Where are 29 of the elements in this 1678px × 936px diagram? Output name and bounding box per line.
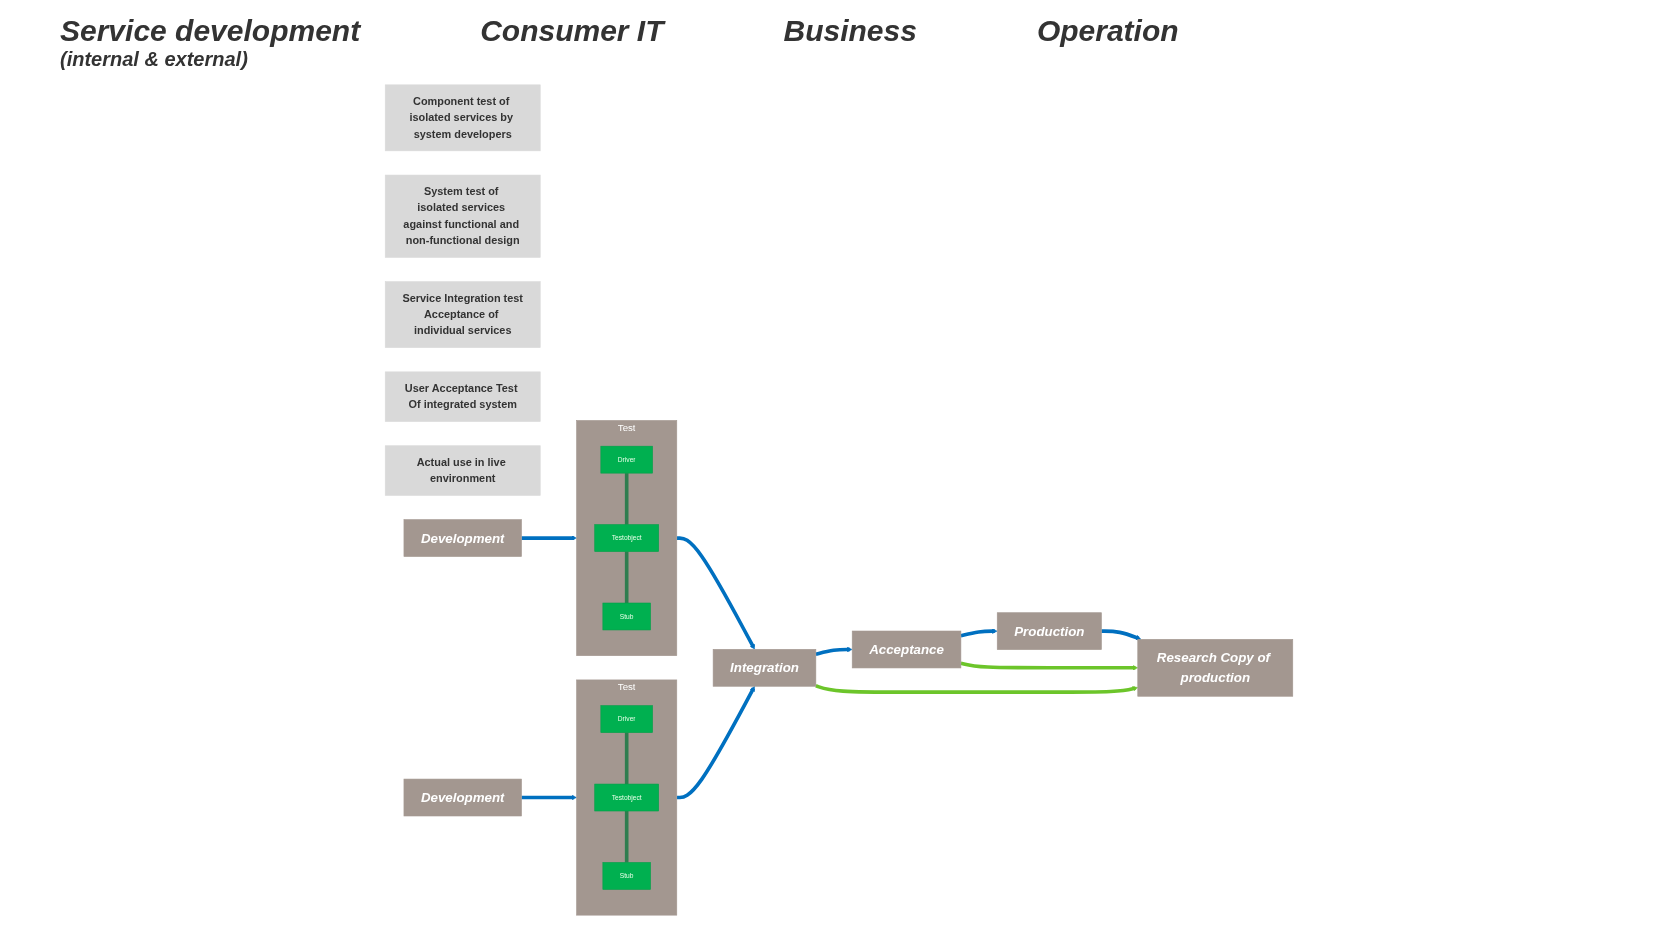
node-box: Service Integration test Acceptance of individual services bbox=[384, 281, 541, 348]
lane-heading: Service development bbox=[60, 14, 361, 48]
lane-subheading: (internal & external) bbox=[60, 48, 249, 71]
node-box: Research Copy of production bbox=[1137, 639, 1294, 697]
lane-heading: Consumer IT bbox=[480, 14, 664, 48]
arrow bbox=[1101, 629, 1142, 641]
lane-heading: Operation bbox=[1036, 14, 1179, 48]
connector bbox=[624, 551, 629, 603]
node-box: Development bbox=[403, 519, 522, 557]
arrow bbox=[521, 794, 577, 801]
arrow bbox=[676, 686, 756, 800]
node-box: Acceptance bbox=[851, 630, 962, 669]
arrow bbox=[960, 628, 998, 638]
arrow bbox=[815, 646, 853, 657]
node-box: System test of isolated services against functional and non-functional design bbox=[384, 174, 541, 258]
arrow bbox=[676, 536, 756, 650]
connector bbox=[624, 732, 629, 785]
arrow bbox=[960, 661, 1138, 671]
connector bbox=[624, 473, 629, 525]
node-box: Production bbox=[996, 612, 1102, 650]
node-box: Actual use in live environment bbox=[384, 445, 541, 496]
node-box: Component test of isolated services by system developers bbox=[384, 84, 541, 152]
connector bbox=[624, 811, 629, 863]
node-box: User Acceptance Test Of integrated system bbox=[384, 371, 541, 422]
node-box: Integration bbox=[712, 649, 817, 687]
arrow bbox=[815, 684, 1138, 694]
lane-heading: Business bbox=[783, 14, 917, 48]
arrow bbox=[521, 535, 577, 541]
node-box: Development bbox=[403, 778, 522, 817]
